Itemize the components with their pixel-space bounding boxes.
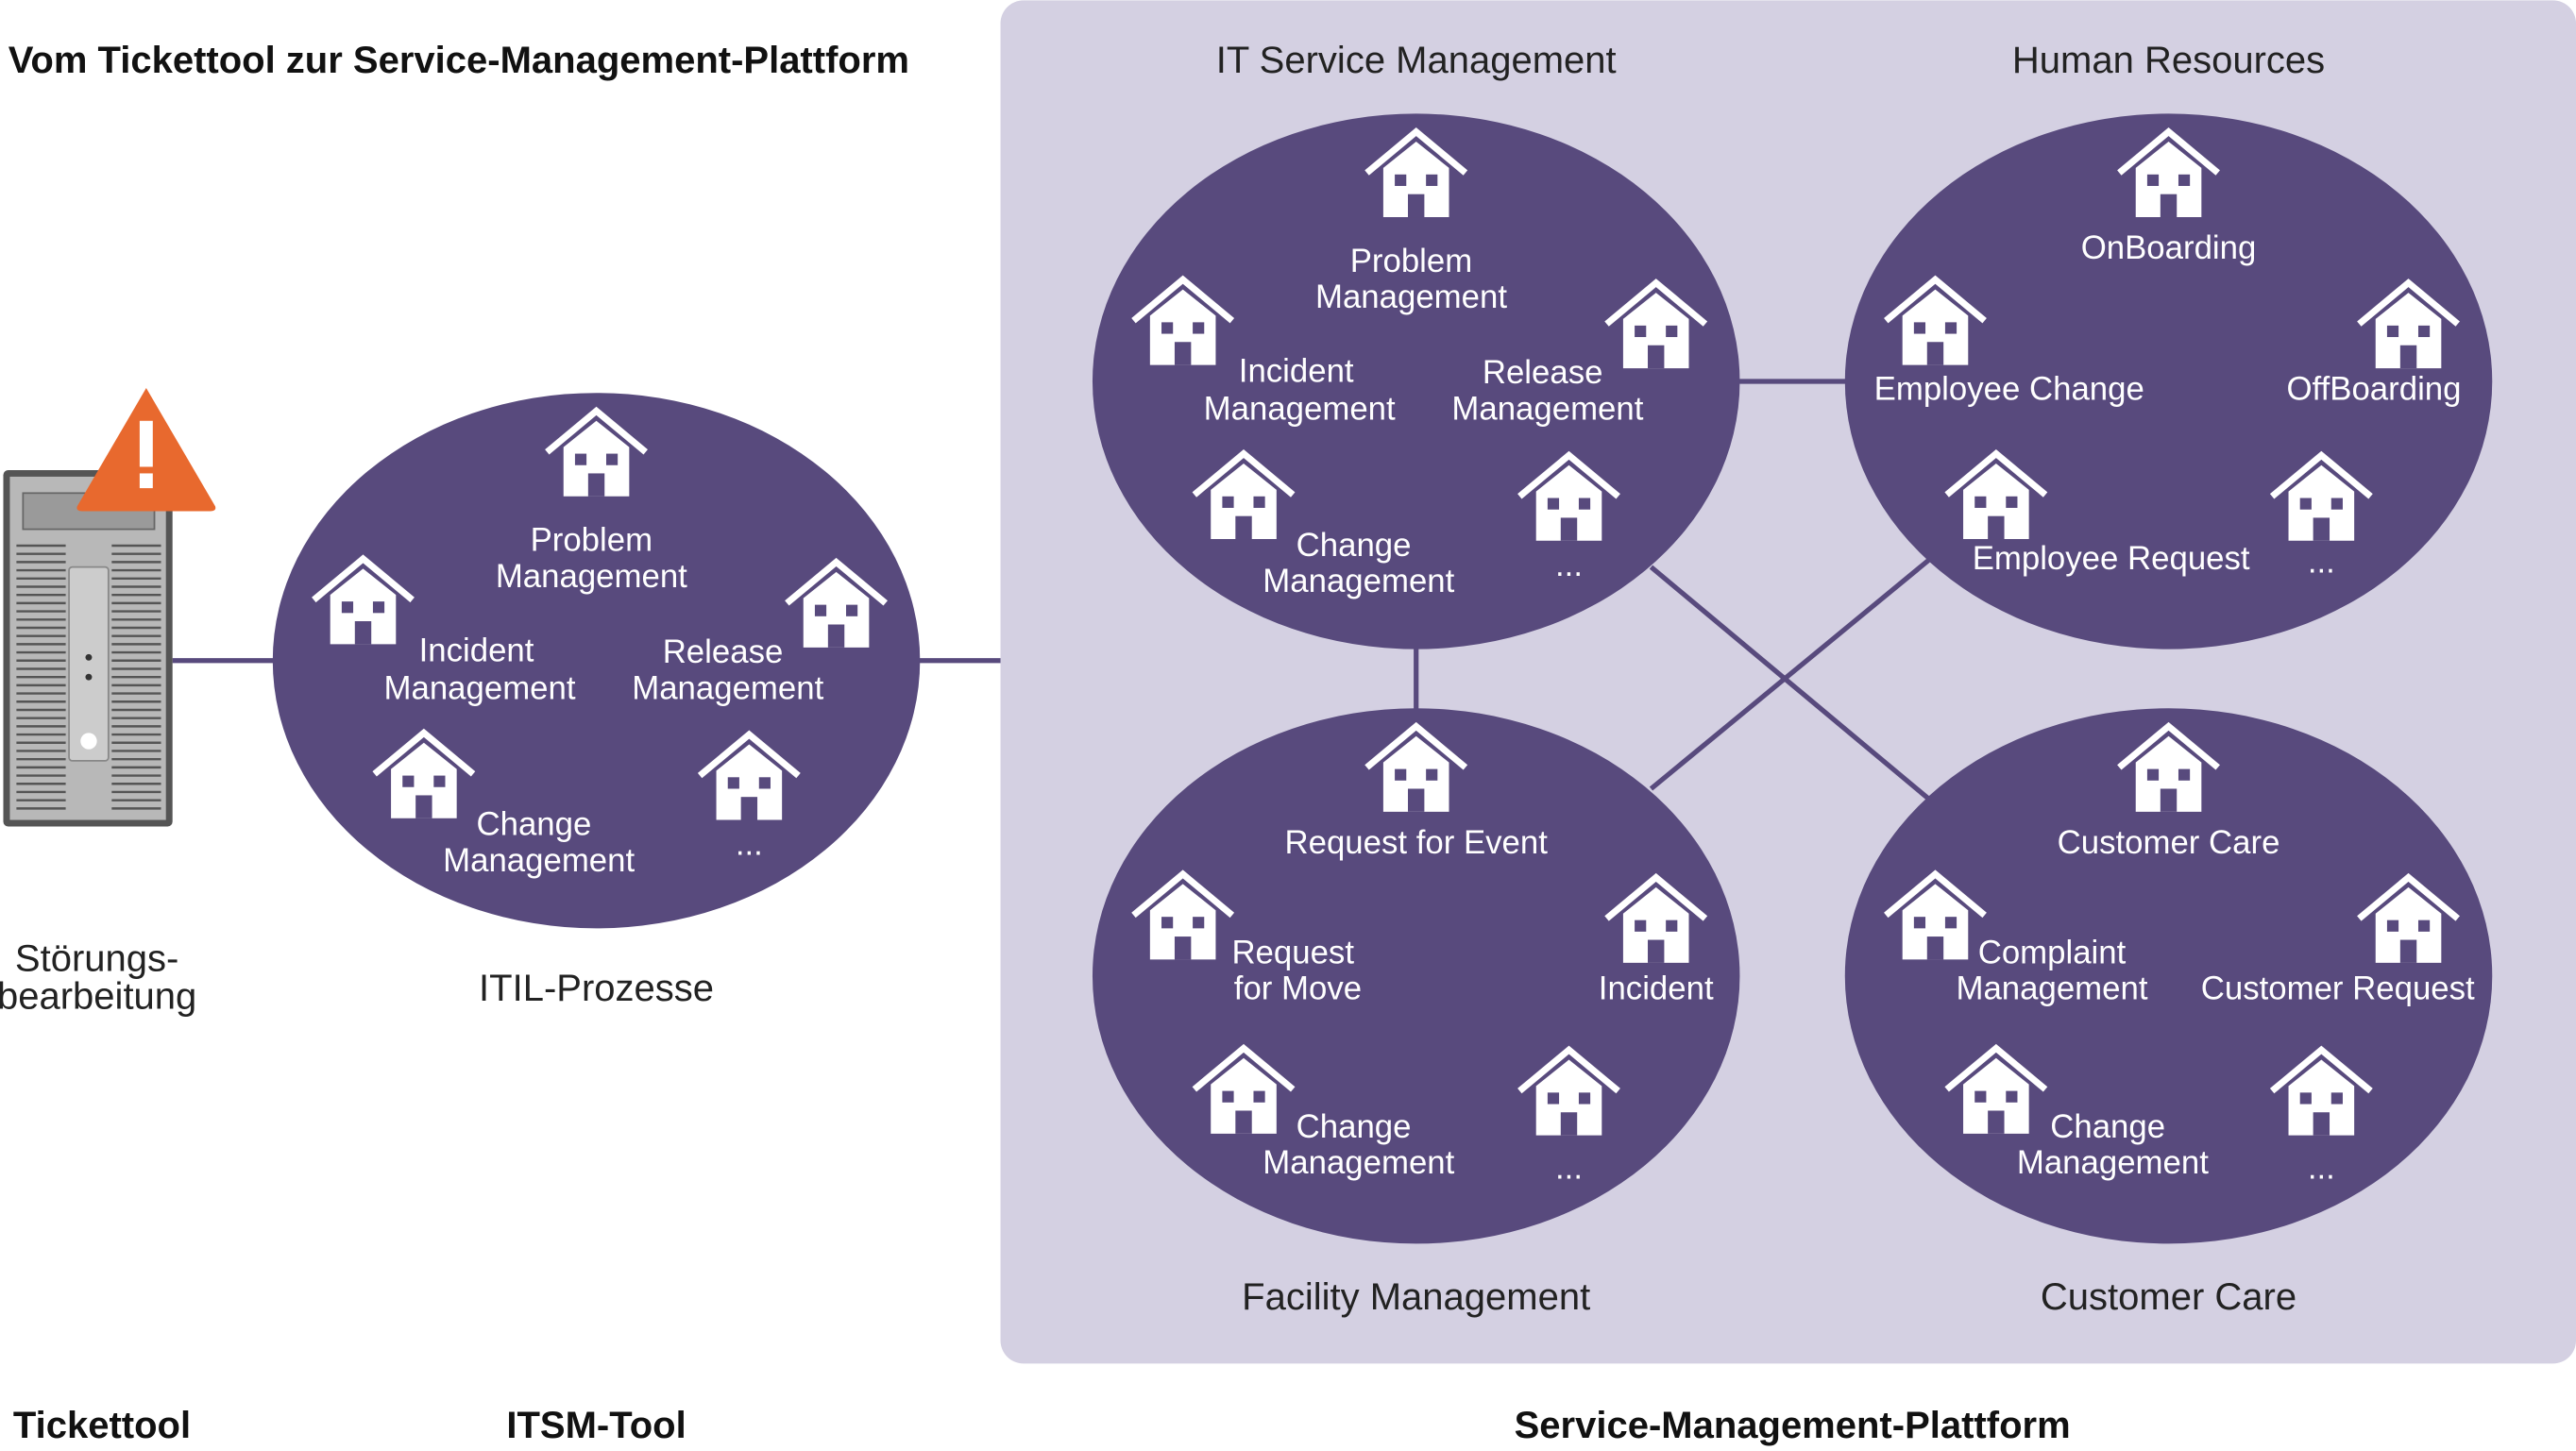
process-label: Employee Change: [1874, 372, 2144, 408]
process-label: for Move: [1234, 971, 1362, 1007]
process-label: ...: [1555, 1150, 1583, 1186]
process-label: Management: [384, 670, 576, 706]
process-label: Management: [632, 670, 823, 706]
footer-tickettool: Tickettool: [13, 1405, 191, 1446]
process-node: ...: [2272, 1050, 2370, 1186]
footer-itsm-tool: ITSM-Tool: [506, 1405, 686, 1446]
process-label: Request: [1231, 935, 1354, 970]
process-label: Management: [496, 559, 687, 595]
process-node: OffBoarding: [2287, 283, 2462, 408]
connector-hr-fm: [1649, 556, 1932, 791]
process-label: Release: [1483, 355, 1603, 391]
process-node: OnBoarding: [2081, 132, 2257, 266]
cluster-label: Facility Management: [1242, 1276, 1590, 1318]
process-label: ...: [2308, 1150, 2335, 1186]
cluster-label: IT Service Management: [1216, 40, 1617, 81]
process-label: Management: [443, 843, 635, 879]
process-label: Release: [663, 634, 784, 670]
warning-icon: [76, 387, 216, 512]
process-node: Employee Change: [1874, 279, 2144, 408]
process-label: Change: [477, 807, 592, 843]
process-label: Customer Care: [2058, 825, 2280, 861]
cluster-label: ITIL-Prozesse: [479, 968, 714, 1009]
cluster-itil-prozesse: ITIL-ProzesseProblemManagementIncidentMa…: [272, 393, 921, 1009]
process-label: OnBoarding: [2081, 230, 2257, 266]
server-tower-icon: [3, 469, 173, 827]
process-node: Customer Request: [2201, 877, 2475, 1007]
process-label: Management: [1956, 971, 2147, 1007]
cluster-label: Human Resources: [2012, 40, 2325, 81]
process-label: Change: [1296, 528, 1412, 564]
cluster-facility-management: Facility Management Request for EventRequ…: [1092, 708, 1740, 1318]
process-label: Request for Event: [1285, 825, 1549, 861]
footer-platform: Service-Management-Plattform: [1515, 1405, 2071, 1446]
process-label: Change: [1296, 1109, 1412, 1145]
process-label: ...: [736, 827, 763, 863]
process-label: Management: [1263, 564, 1454, 599]
process-node: ...: [1519, 1050, 1618, 1186]
process-label: Incident: [1599, 971, 1714, 1007]
cluster-label: Customer Care: [2041, 1276, 2296, 1318]
cluster-it-service-management: IT Service ManagementProblemManagementIn…: [1092, 40, 1740, 650]
process-node: Customer Care: [2058, 726, 2280, 861]
connectors: [172, 379, 1932, 802]
process-label: Management: [1263, 1145, 1454, 1181]
process-node: ...: [700, 734, 798, 863]
process-label: Management: [1451, 392, 1643, 428]
process-label: ...: [1555, 548, 1583, 583]
process-label: Management: [1315, 279, 1507, 315]
process-label: Management: [2017, 1145, 2209, 1181]
process-label: Incident: [419, 633, 534, 668]
process-label: Incident: [1239, 354, 1354, 390]
process-node: ...: [2272, 455, 2370, 580]
process-label: Change: [2050, 1109, 2165, 1145]
process-label: Employee Request: [1973, 541, 2250, 577]
process-label: Complaint: [1978, 935, 2127, 970]
page-title: Vom Tickettool zur Service-Management-Pl…: [8, 40, 909, 81]
tickettool-caption-line1: Störungs-: [15, 938, 178, 980]
process-label: Management: [1204, 392, 1396, 428]
tickettool-caption-line2: bearbeitung: [0, 976, 196, 1018]
process-node: Employee Request: [1947, 454, 2250, 577]
process-label: ...: [2308, 544, 2335, 580]
process-node: ...: [1519, 455, 1618, 583]
process-label: Problem: [531, 523, 653, 559]
process-label: Problem: [1350, 244, 1473, 279]
process-label: Customer Request: [2201, 971, 2475, 1007]
process-node: Incident: [1599, 877, 1714, 1007]
process-node: Request for Event: [1285, 726, 1549, 861]
process-label: OffBoarding: [2287, 372, 2462, 408]
connector-itsm-cc: [1649, 565, 1932, 802]
